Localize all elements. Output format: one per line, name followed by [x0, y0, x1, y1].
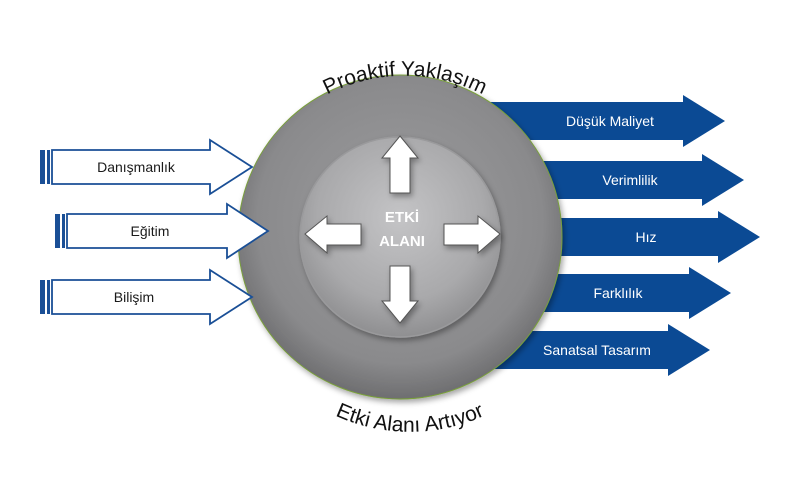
- arrow-left-icon: [304, 214, 362, 255]
- output-arrow-0: Düşük Maliyet: [470, 95, 725, 147]
- arrow-up-icon: [380, 135, 420, 194]
- output-label-3: Farklılık: [594, 285, 644, 301]
- input-label-2: Bilişim: [114, 289, 154, 305]
- input-arrow-0: Danışmanlık: [40, 138, 254, 196]
- output-label-1: Verimlilik: [602, 172, 658, 188]
- center-label-line2: ALANI: [379, 233, 425, 250]
- input-arrow-2: Bilişim: [40, 268, 254, 326]
- input-label-0: Danışmanlık: [97, 159, 176, 175]
- bottom-arc-label-text: Etki Alanı Artıyor: [333, 399, 487, 437]
- arrow-down-icon: [380, 265, 420, 324]
- arrow-right-icon: [443, 214, 501, 255]
- center-label-line1: ETKİ: [385, 209, 419, 226]
- bottom-arc-label: Etki Alanı Artıyor: [333, 399, 487, 437]
- output-label-0: Düşük Maliyet: [566, 113, 654, 129]
- output-arrow-4: Sanatsal Tasarım: [470, 324, 710, 376]
- output-label-2: Hız: [636, 229, 657, 245]
- input-label-1: Eğitim: [131, 223, 170, 239]
- input-arrow-1: Eğitim: [55, 202, 270, 260]
- output-label-4: Sanatsal Tasarım: [543, 342, 651, 358]
